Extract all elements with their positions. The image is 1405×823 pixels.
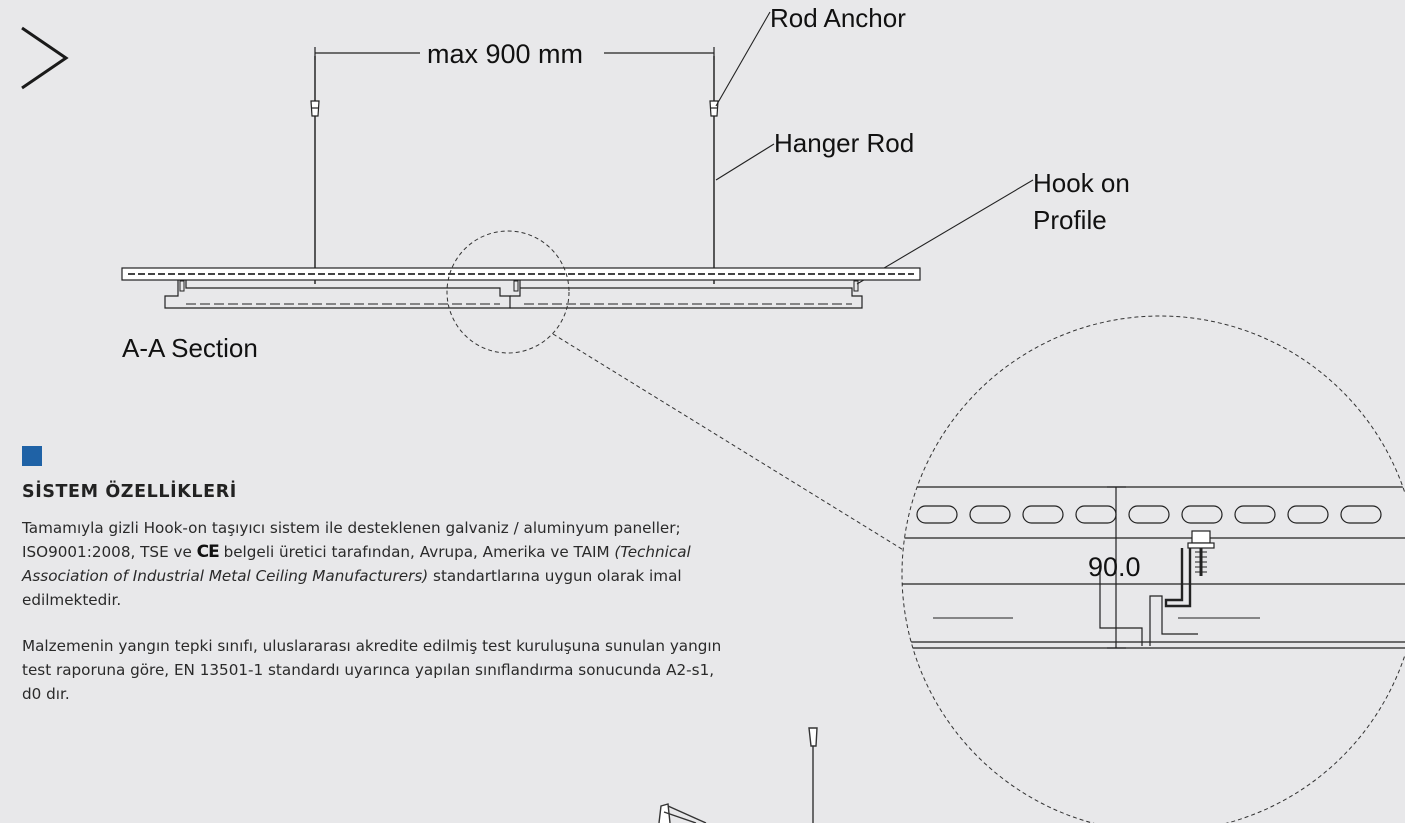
section-title: A-A Section xyxy=(122,333,258,363)
taim-expansion: (Technical Association of Industrial Met… xyxy=(22,543,691,585)
detail-callout xyxy=(446,230,919,560)
section-heading: SİSTEM ÖZELLİKLERİ xyxy=(22,482,237,502)
isometric-preview xyxy=(658,727,818,823)
hanger-rod-label: Hanger Rod xyxy=(774,128,914,158)
hook-on-profile-label-line1: Hook on xyxy=(1033,168,1130,198)
system-features-section: SİSTEM ÖZELLİKLERİ Tamamıyla gizli Hook-… xyxy=(22,446,722,706)
features-text-a: Tamamıyla gizli Hook-on taşıyıcı sistem … xyxy=(22,519,681,561)
section-marker xyxy=(22,446,42,466)
fire-rating-paragraph: Malzemenin yangın tepki sınıfı, uluslara… xyxy=(22,637,722,703)
leader-lines xyxy=(715,11,1034,285)
detail-zoom xyxy=(901,315,1405,823)
rod-anchor-label: Rod Anchor xyxy=(770,3,906,33)
hook-on-profile-rail xyxy=(121,267,921,281)
max-spacing-dimension xyxy=(314,47,715,60)
hanger-rods xyxy=(314,56,715,284)
rail-slots xyxy=(916,505,1382,524)
hook-on-profile-label-line2: Profile xyxy=(1033,205,1107,235)
features-text-c: standartlarına uygun olarak imal edilmek… xyxy=(22,567,682,609)
chevron-right-icon[interactable] xyxy=(21,26,69,90)
ceiling-panels xyxy=(164,280,863,309)
detail-dimension-label: 90.0 xyxy=(1088,552,1141,582)
features-text-b: belgeli üretici tarafından, Avrupa, Amer… xyxy=(218,543,615,561)
max-spacing-label: max 900 mm xyxy=(427,39,583,69)
rod-anchor-icon xyxy=(310,100,719,117)
features-paragraph: Tamamıyla gizli Hook-on taşıyıcı sistem … xyxy=(22,516,722,612)
ce-mark-icon: CE xyxy=(196,542,220,562)
